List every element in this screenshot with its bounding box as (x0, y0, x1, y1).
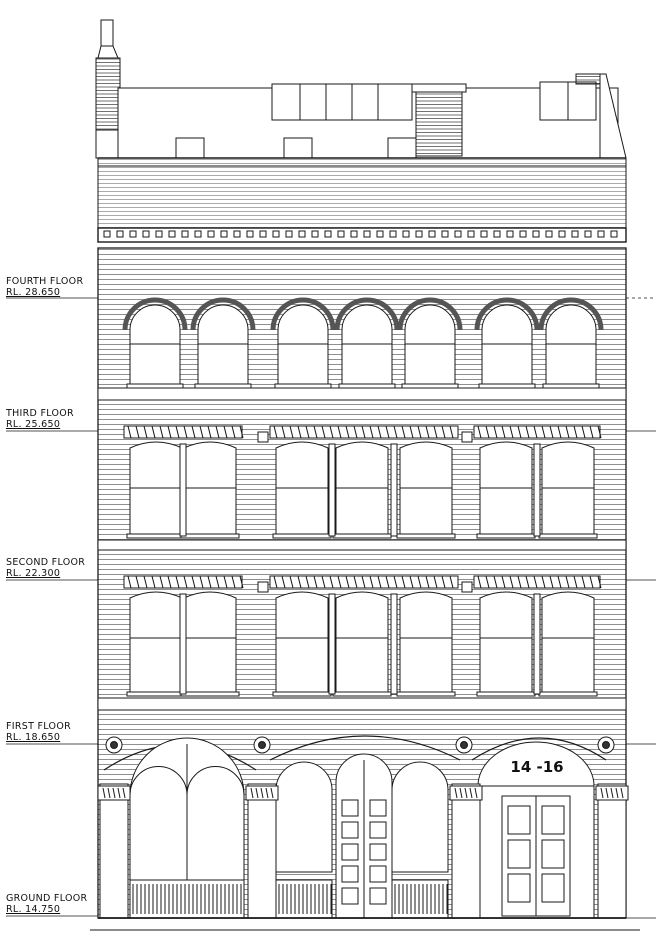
level-rl: RL. 28.650 (6, 287, 61, 298)
third-floor-lintel (123, 425, 244, 439)
rosette-ornament (105, 736, 123, 754)
railing (129, 879, 245, 919)
shopfront-window-left (129, 737, 245, 881)
central-entrance-door (335, 753, 393, 919)
level-label-ground-floor: GROUND FLOOR RL. 14.750 (6, 893, 87, 915)
pilaster (449, 783, 483, 919)
vent-panel (257, 581, 269, 593)
pilaster (595, 783, 629, 919)
third-floor-window (538, 441, 598, 539)
level-name: THIRD FLOOR (6, 408, 74, 419)
storey-bands (97, 387, 627, 711)
level-label-fourth-floor: FOURTH FLOOR RL. 28.650 (6, 276, 83, 298)
third-floor-window (126, 441, 186, 539)
third-floor-lintel (473, 425, 602, 439)
level-name: FOURTH FLOOR (6, 276, 84, 287)
cornice (97, 227, 627, 249)
level-rl: RL. 14.750 (6, 904, 61, 915)
second-floor-window (396, 591, 456, 697)
second-floor-window (476, 591, 536, 697)
ground-arch-right (471, 737, 607, 761)
second-floor-window (538, 591, 598, 697)
second-floor-window (332, 591, 392, 697)
pilaster (245, 783, 279, 919)
vent-panel (257, 431, 269, 443)
second-floor-lintel (123, 575, 244, 589)
vent-panel (461, 431, 473, 443)
chimney (95, 19, 121, 159)
mullion-column (179, 593, 187, 695)
second-floor-window (126, 591, 186, 697)
street-number-sign: 14 -16 (510, 758, 564, 776)
fourth-floor-arched-window (334, 297, 400, 389)
fourth-floor-arched-window (538, 297, 604, 389)
level-rl: RL. 22.300 (6, 568, 61, 579)
second-floor-window (272, 591, 332, 697)
third-floor-lintel (269, 425, 459, 439)
third-floor-window (396, 441, 456, 539)
mullion-column (390, 593, 398, 695)
level-label-second-floor: SECOND FLOOR RL. 22.300 (6, 557, 85, 579)
third-floor-window (476, 441, 536, 539)
pilaster (97, 783, 131, 919)
fourth-floor-arched-window (270, 297, 336, 389)
mullion-column (328, 593, 336, 695)
railing (391, 879, 449, 919)
mullion-column (328, 443, 336, 537)
vent-panel (461, 581, 473, 593)
level-rl: RL. 18.650 (6, 732, 61, 743)
level-name: FIRST FLOOR (6, 721, 71, 732)
shopfront-window-centre-left (275, 761, 333, 873)
rosette-ornament (253, 736, 271, 754)
second-floor-lintel (473, 575, 602, 589)
fourth-floor-arched-window (190, 297, 256, 389)
mullion-column (390, 443, 398, 537)
rosette-ornament (597, 736, 615, 754)
right-entrance-door (477, 741, 595, 919)
roof (97, 73, 627, 231)
mullion-column (179, 443, 187, 537)
second-floor-window (180, 591, 240, 697)
third-floor-window (180, 441, 240, 539)
fourth-floor-arched-window (397, 297, 463, 389)
level-name: SECOND FLOOR (6, 557, 86, 568)
level-name: GROUND FLOOR (6, 893, 88, 904)
third-floor-window (332, 441, 392, 539)
shopfront-window-centre-right (391, 761, 449, 873)
ground-arch-centre (269, 735, 461, 761)
mullion-column (533, 593, 541, 695)
second-floor-lintel (269, 575, 459, 589)
fourth-floor-arched-window (474, 297, 540, 389)
level-rl: RL. 25.650 (6, 419, 61, 430)
rosette-ornament (455, 736, 473, 754)
level-label-first-floor: FIRST FLOOR RL. 18.650 (6, 721, 71, 743)
mullion-column (533, 443, 541, 537)
level-label-third-floor: THIRD FLOOR RL. 25.650 (6, 408, 74, 430)
railing (275, 879, 333, 919)
fourth-floor-arched-window (122, 297, 188, 389)
third-floor-window (272, 441, 332, 539)
